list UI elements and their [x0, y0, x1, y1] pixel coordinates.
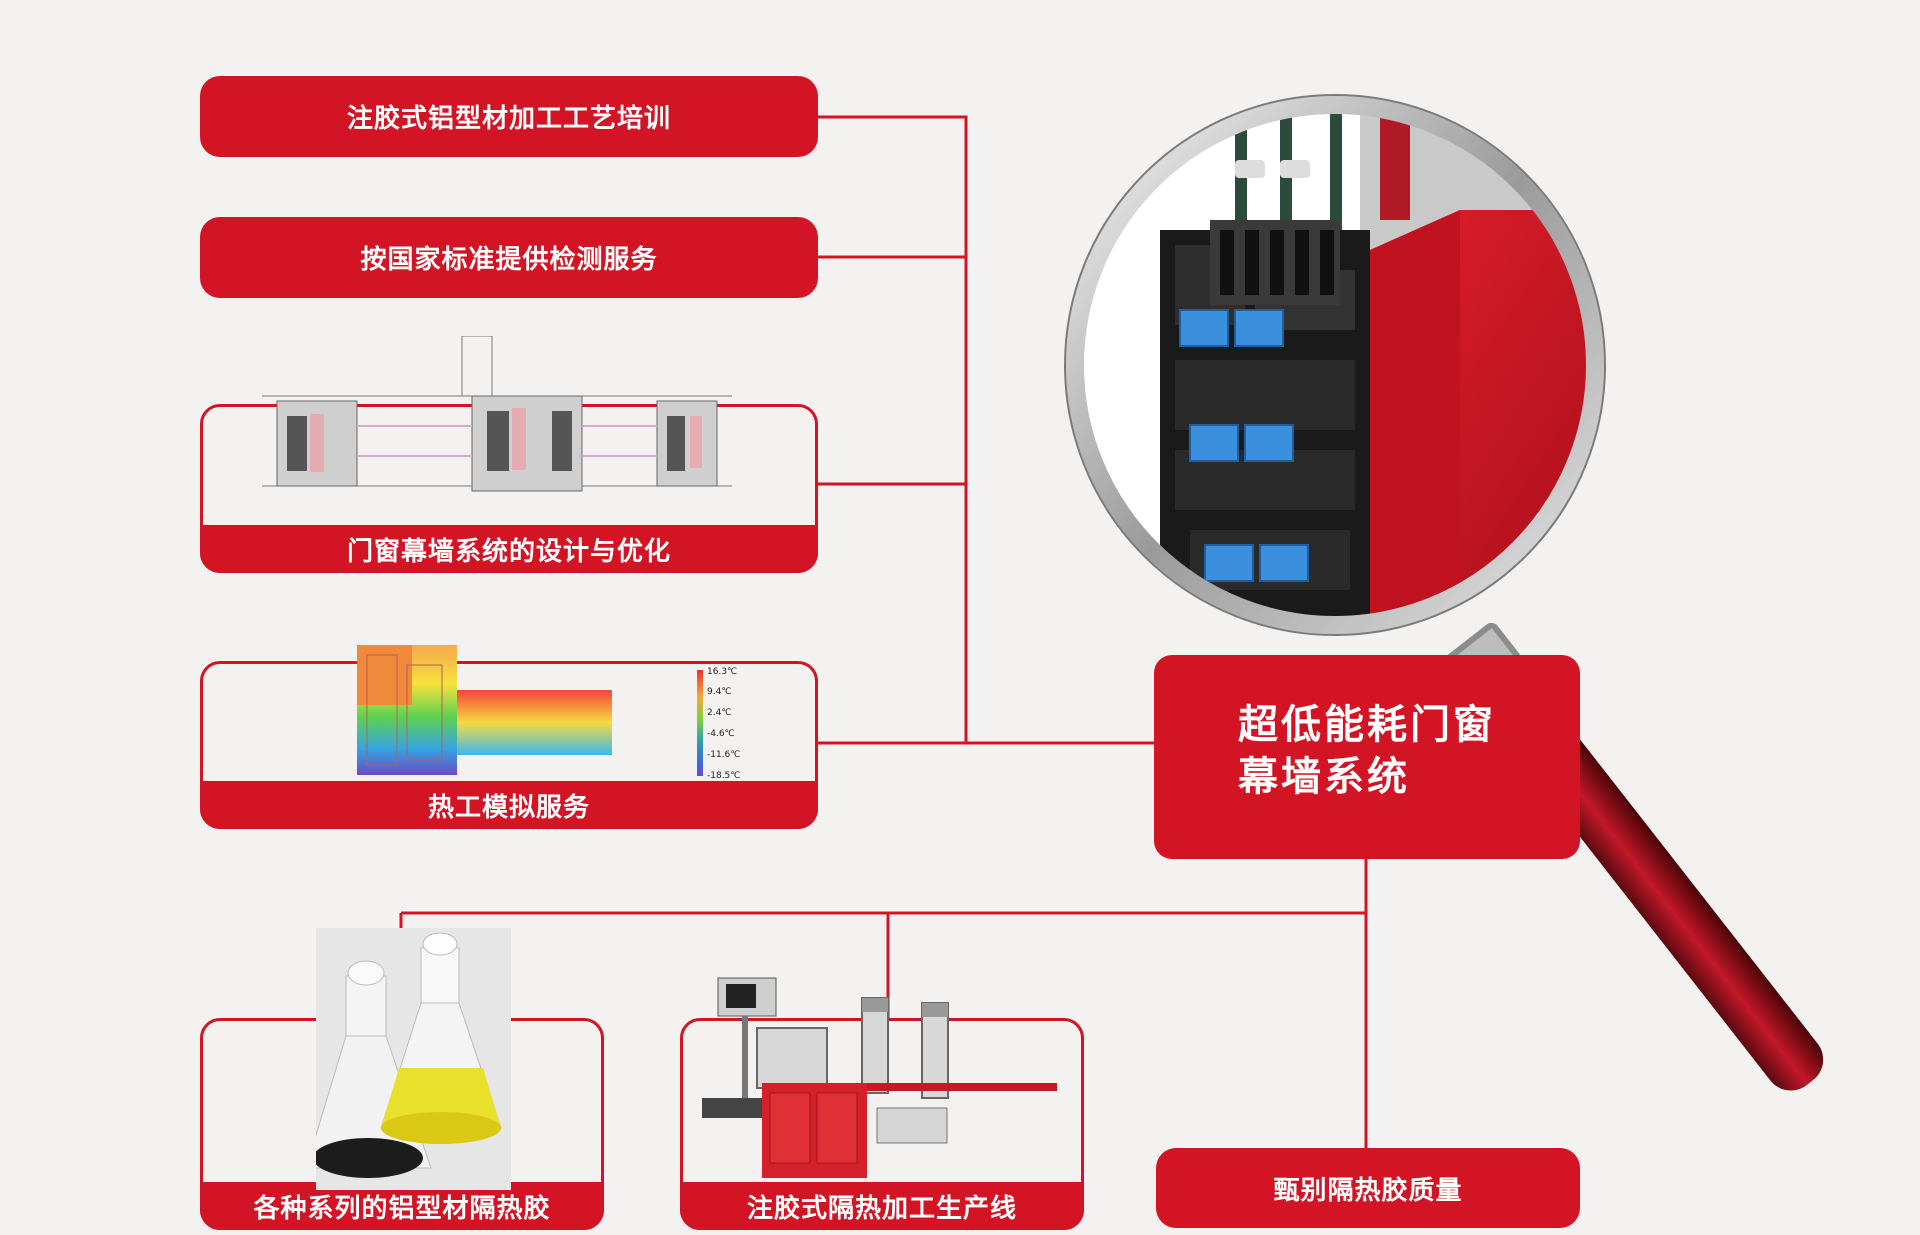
production-line-machine-image: [702, 977, 1057, 1178]
testing-label: 按国家标准提供检测服务: [360, 245, 658, 275]
legend-tick-2: 9.4℃: [707, 687, 731, 697]
design-caption: 门窗幕墙系统的设计与优化: [200, 525, 818, 573]
legend-tick-6: -18.5℃: [707, 771, 740, 781]
thermal-label: 热工模拟服务: [427, 792, 590, 823]
legend-tick-3: 2.4℃: [707, 708, 731, 718]
training-box: 注胶式铝型材加工工艺培训: [200, 76, 818, 157]
production-card: 注胶式隔热加工生产线: [680, 1018, 1084, 1230]
adhesive-flasks-image: [316, 928, 511, 1190]
legend-tick-4: -4.6℃: [707, 729, 735, 739]
testing-box: 按国家标准提供检测服务: [200, 217, 818, 298]
window-profile-drawing: [262, 336, 732, 492]
magnifying-glass-illustration: [1064, 94, 1824, 1091]
adhesive-caption: 各种系列的铝型材隔热胶: [200, 1182, 604, 1230]
adhesive-card: 各种系列的铝型材隔热胶: [200, 1018, 604, 1230]
design-card: 门窗幕墙系统的设计与优化: [200, 404, 818, 573]
center-title-line-2: 幕墙系统: [1238, 754, 1410, 800]
thermal-simulation-image: [357, 645, 612, 775]
training-label: 注胶式铝型材加工工艺培训: [346, 104, 671, 134]
design-label: 门窗幕墙系统的设计与优化: [346, 536, 671, 567]
thermal-card: 热工模拟服务: [200, 661, 818, 829]
thermal-caption: 热工模拟服务: [200, 781, 818, 829]
legend-tick-5: -11.6℃: [707, 750, 740, 760]
center-title-line-1: 超低能耗门窗: [1238, 702, 1496, 748]
quality-label: 甄别隔热胶质量: [1273, 1175, 1463, 1206]
production-label: 注胶式隔热加工生产线: [746, 1193, 1017, 1224]
thermal-legend: 16.3℃ 9.4℃ 2.4℃ -4.6℃ -11.6℃ -18.5℃: [697, 667, 740, 781]
adhesive-label: 各种系列的铝型材隔热胶: [253, 1193, 551, 1224]
legend-tick-1: 16.3℃: [707, 667, 737, 677]
production-caption: 注胶式隔热加工生产线: [680, 1182, 1084, 1230]
center-title-box: 超低能耗门窗 幕墙系统: [1154, 655, 1580, 859]
quality-box: 甄别隔热胶质量: [1156, 1148, 1580, 1228]
